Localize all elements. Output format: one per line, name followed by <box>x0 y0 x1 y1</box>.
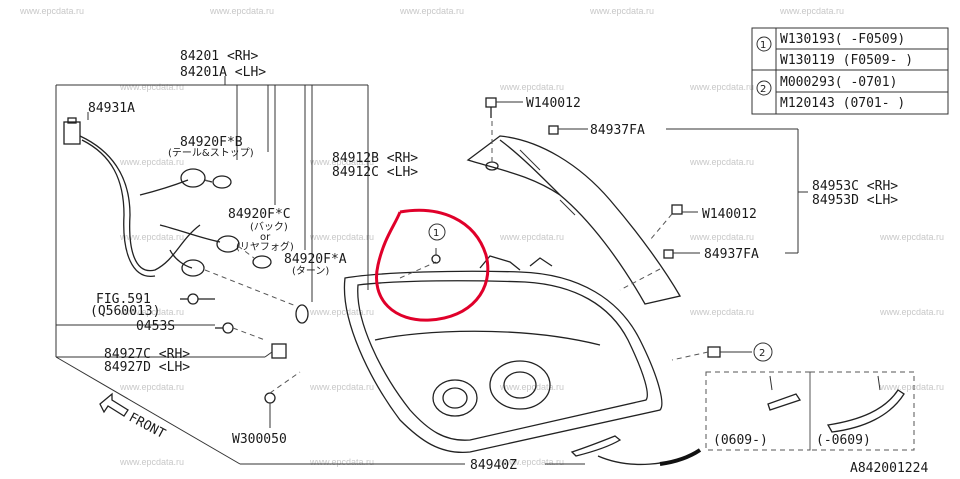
svg-text:www.epcdata.ru: www.epcdata.ru <box>499 457 564 467</box>
svg-text:www.epcdata.ru: www.epcdata.ru <box>119 232 184 242</box>
svg-text:2: 2 <box>760 84 766 95</box>
label-84927d: 84927D <LH> <box>104 360 190 375</box>
label-84920fb: 84920F*B <box>180 135 243 150</box>
diagram-code: A842001224 <box>850 461 928 476</box>
svg-text:www.epcdata.ru: www.epcdata.ru <box>119 307 184 317</box>
label-84937fa-top: 84937FA <box>590 123 645 138</box>
left-fasteners <box>180 293 301 428</box>
legend-ref-2-circle <box>756 80 772 96</box>
svg-text:www.epcdata.ru: www.epcdata.ru <box>879 232 944 242</box>
svg-text:www.epcdata.ru: www.epcdata.ru <box>119 457 184 467</box>
svg-text:www.epcdata.ru: www.epcdata.ru <box>689 157 754 167</box>
highlight-ring: 1 <box>375 208 490 322</box>
front-arrow: FRONT <box>99 392 168 442</box>
label-84940z: 84940Z <box>470 458 517 473</box>
svg-text:www.epcdata.ru: www.epcdata.ru <box>119 382 184 392</box>
svg-text:www.epcdata.ru: www.epcdata.ru <box>499 382 564 392</box>
label-84920fa: 84920F*A <box>284 252 347 267</box>
label-q560013: (Q560013) <box>90 304 160 319</box>
label-84931a: 84931A <box>88 101 135 116</box>
label-fig591: FIG.591 <box>96 292 151 307</box>
svg-text:www.epcdata.ru: www.epcdata.ru <box>689 307 754 317</box>
svg-text:www.epcdata.ru: www.epcdata.ru <box>19 6 84 16</box>
svg-text:www.epcdata.ru: www.epcdata.ru <box>689 82 754 92</box>
legend-ref-1-circle <box>756 36 772 52</box>
label-84912b: 84912B <RH> <box>332 151 418 166</box>
label-84920fc-or: or <box>260 232 271 243</box>
label-84201a: 84201A <LH> <box>180 65 266 80</box>
svg-text:www.epcdata.ru: www.epcdata.ru <box>119 157 184 167</box>
svg-text:www.epcdata.ru: www.epcdata.ru <box>399 6 464 16</box>
label-84920fc: 84920F*C <box>228 207 291 222</box>
callout-2-circle <box>753 342 773 362</box>
seal-strip <box>570 435 702 466</box>
label-84912c: 84912C <LH> <box>332 165 418 180</box>
svg-text:www.epcdata.ru: www.epcdata.ru <box>309 232 374 242</box>
left-bracket-lines <box>55 76 585 465</box>
callout-1-circle <box>428 223 446 241</box>
front-label: FRONT <box>126 410 168 442</box>
svg-text:1: 1 <box>760 40 766 51</box>
svg-text:www.epcdata.ru: www.epcdata.ru <box>309 382 374 392</box>
legend-code: W130193( -F0509) <box>780 32 905 47</box>
tail-lamp-housing <box>343 248 663 454</box>
label-variant-left: (0609-) <box>713 433 768 448</box>
svg-text:www.epcdata.ru: www.epcdata.ru <box>209 6 274 16</box>
legend-code: W130119 (F0509- ) <box>780 53 913 68</box>
svg-text:www.epcdata.ru: www.epcdata.ru <box>879 382 944 392</box>
legend-table: 1 2 W130193( -F0509) W130119 (F0509- ) M… <box>751 27 949 115</box>
bolt-callout-2: 2 <box>671 342 773 362</box>
svg-text:2: 2 <box>759 348 765 359</box>
svg-text:www.epcdata.ru: www.epcdata.ru <box>779 6 844 16</box>
variant-boxes <box>705 371 915 451</box>
label-w140012-mid: W140012 <box>702 207 757 222</box>
label-84920fb-sub: (テール&ストップ) <box>168 147 254 159</box>
part-labels: 84201 <RH> 84201A <LH> 84931A 84920F*B (… <box>88 49 928 476</box>
svg-text:www.epcdata.ru: www.epcdata.ru <box>689 232 754 242</box>
svg-text:1: 1 <box>433 228 439 239</box>
label-w300050: W300050 <box>232 432 287 447</box>
label-84920fa-sub: (ターン) <box>292 265 329 277</box>
svg-text:www.epcdata.ru: www.epcdata.ru <box>309 157 374 167</box>
svg-text:www.epcdata.ru: www.epcdata.ru <box>879 307 944 317</box>
label-84937fa-bot: 84937FA <box>704 247 759 262</box>
label-84201: 84201 <RH> <box>180 49 258 64</box>
label-84920fc-sub1: (バック) <box>250 221 288 233</box>
right-bracket-panel <box>466 97 808 305</box>
svg-text:www.epcdata.ru: www.epcdata.ru <box>499 232 564 242</box>
svg-text:www.epcdata.ru: www.epcdata.ru <box>309 457 374 467</box>
svg-text:www.epcdata.ru: www.epcdata.ru <box>309 307 374 317</box>
watermarks: www.epcdata.ru www.epcdata.ru www.epcdat… <box>19 6 944 467</box>
label-0453s: 0453S <box>136 319 175 334</box>
legend-code: M120143 (0701- ) <box>780 96 905 111</box>
label-84953d: 84953D <LH> <box>812 193 898 208</box>
label-variant-right: (-0609) <box>816 433 871 448</box>
svg-text:www.epcdata.ru: www.epcdata.ru <box>119 82 184 92</box>
label-84927c: 84927C <RH> <box>104 347 190 362</box>
harness-assembly <box>63 117 309 324</box>
svg-text:www.epcdata.ru: www.epcdata.ru <box>589 6 654 16</box>
label-84920fc-sub2: (リヤフォグ) <box>236 240 294 253</box>
label-w140012-top: W140012 <box>526 96 581 111</box>
legend-code: M000293( -0701) <box>780 75 897 90</box>
svg-text:www.epcdata.ru: www.epcdata.ru <box>499 82 564 92</box>
label-84953c: 84953C <RH> <box>812 179 898 194</box>
